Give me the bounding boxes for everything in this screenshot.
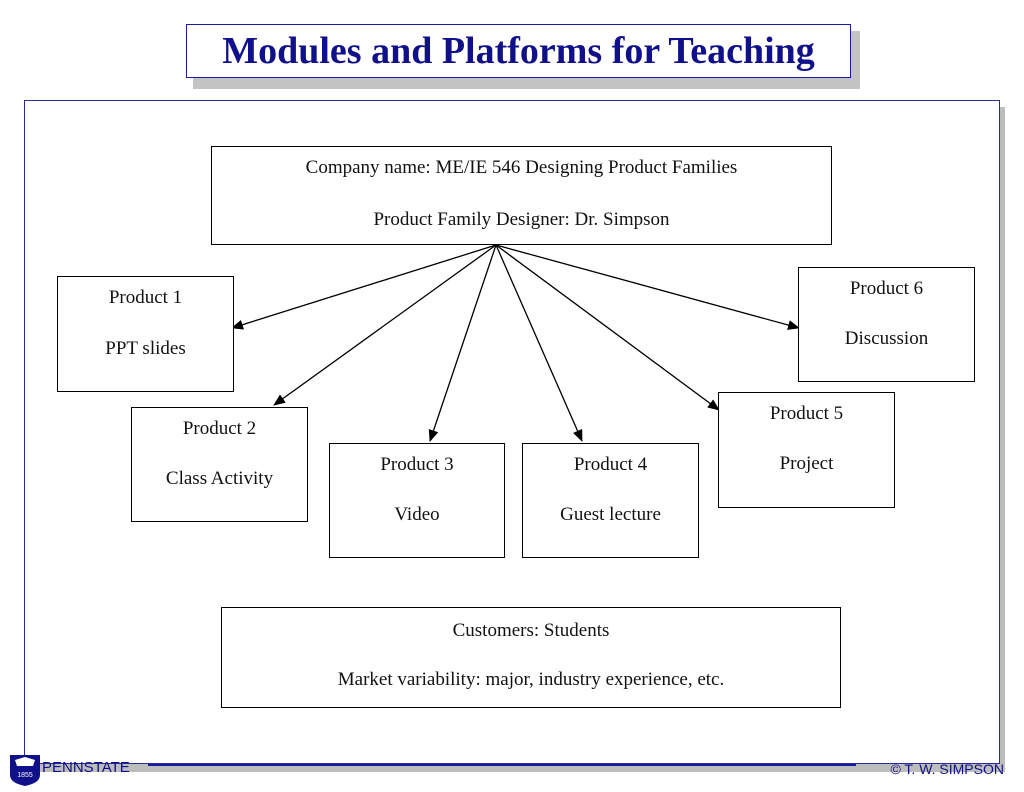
- product-1-desc: PPT slides: [105, 338, 186, 359]
- product-6-box: Product 6 Discussion: [798, 267, 975, 382]
- arrow-to-product-6: [495, 244, 800, 330]
- arrow-to-product-5: [495, 244, 720, 411]
- product-4-box: Product 4 Guest lecture: [522, 443, 699, 558]
- product-1-box: Product 1 PPT slides: [57, 276, 234, 392]
- company-name-text: Company name: ME/IE 546 Designing Produc…: [305, 157, 738, 178]
- product-1-label: Product 1: [108, 287, 183, 308]
- arrow-to-product-1: [231, 244, 497, 330]
- copyright-text: © T. W. SIMPSON: [890, 761, 1004, 777]
- product-4-label: Product 4: [573, 454, 648, 475]
- customers-text: Customers: Students: [452, 620, 610, 641]
- product-5-box: Product 5 Project: [718, 392, 895, 508]
- product-4-desc: Guest lecture: [560, 504, 661, 525]
- logo-year: 1855: [17, 772, 33, 779]
- arrow-to-product-3: [428, 244, 497, 442]
- arrow-to-product-2: [273, 244, 497, 406]
- title-box: Modules and Platforms for Teaching: [186, 24, 851, 78]
- product-6-label: Product 6: [849, 278, 924, 299]
- pennstate-logo: 1855: [9, 753, 41, 792]
- market-variability-text: Market variability: major, industry expe…: [337, 669, 725, 690]
- product-2-desc: Class Activity: [165, 468, 274, 489]
- product-2-label: Product 2: [182, 418, 257, 439]
- footer-rule-shadow: [148, 767, 856, 770]
- company-box: Company name: ME/IE 546 Designing Produc…: [211, 146, 832, 245]
- product-3-box: Product 3 Video: [329, 443, 505, 558]
- product-5-desc: Project: [779, 453, 834, 474]
- product-3-desc: Video: [394, 504, 440, 525]
- product-6-desc: Discussion: [844, 328, 929, 349]
- customers-box: Customers: Students Market variability: …: [221, 607, 841, 708]
- footer-rule: [148, 764, 856, 766]
- product-2-box: Product 2 Class Activity: [131, 407, 308, 522]
- slide-title: Modules and Platforms for Teaching: [222, 30, 815, 72]
- product-3-label: Product 3: [380, 454, 454, 475]
- product-5-label: Product 5: [769, 403, 844, 424]
- designer-text: Product Family Designer: Dr. Simpson: [373, 209, 670, 230]
- arrow-to-product-4: [495, 244, 583, 442]
- pennstate-wordmark: PENNSTATE: [42, 759, 130, 776]
